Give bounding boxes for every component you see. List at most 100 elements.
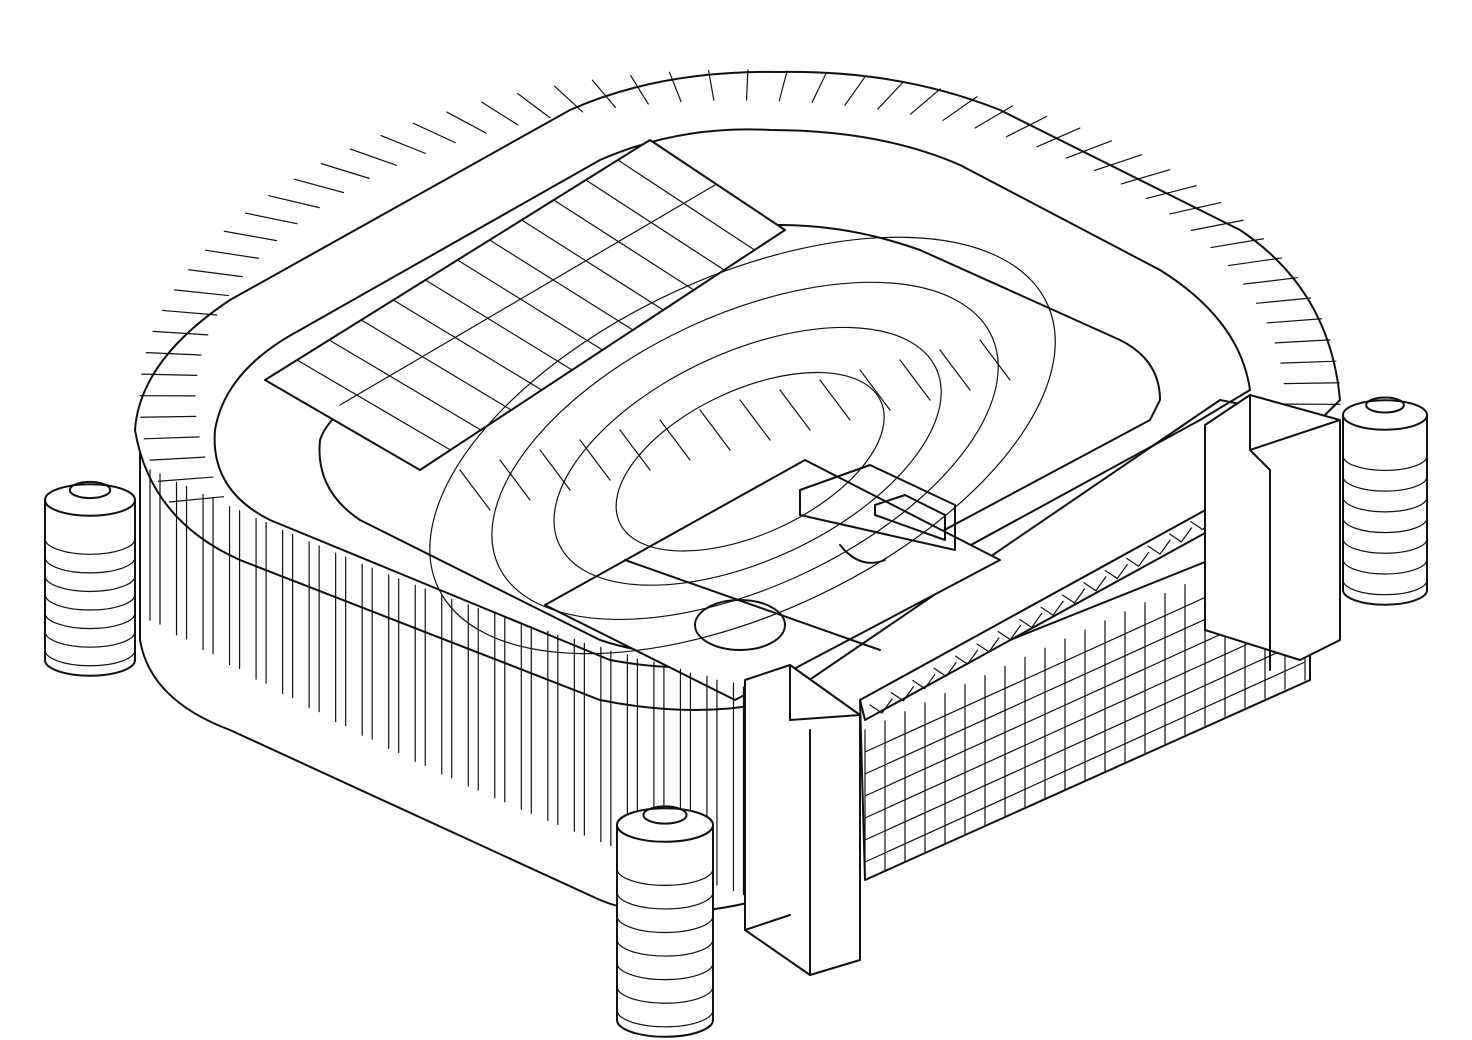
truss-zigzag: [869, 698, 893, 714]
roof-rib: [157, 476, 214, 482]
truss-member: [424, 279, 573, 371]
roof-rib: [204, 249, 259, 259]
aisle-line: [939, 349, 971, 391]
roof-rib: [1280, 360, 1337, 364]
roof-rib: [349, 148, 398, 166]
truss-chord: [339, 184, 716, 406]
tower-cap: [1365, 396, 1405, 414]
aisle-line: [899, 359, 931, 401]
roof-rib: [268, 195, 320, 209]
stair-tower: [44, 480, 136, 677]
roof-rib: [380, 134, 426, 154]
roof-rib: [1065, 140, 1113, 159]
tower-band: [1342, 579, 1428, 596]
aisle-line: [979, 339, 1011, 381]
truss-zigzag: [1104, 563, 1128, 580]
tower-band: [44, 630, 136, 648]
tower-band: [616, 1009, 714, 1028]
pitch-penalty-box: [799, 464, 956, 551]
truss-zigzag: [933, 661, 957, 678]
aisle-line: [619, 429, 651, 471]
tower-band: [616, 867, 714, 886]
tower-body: [44, 499, 136, 677]
roof-rib: [1005, 115, 1048, 138]
roof-rib: [942, 96, 978, 122]
truss-zigzag: [954, 649, 979, 665]
roof-rib: [745, 69, 749, 101]
roof-rib: [1036, 127, 1081, 148]
tower-band: [44, 556, 136, 574]
roof-rib: [877, 81, 904, 110]
truss-member: [296, 359, 452, 451]
roof-rib: [1120, 169, 1171, 185]
truss-zigzag: [997, 625, 1021, 641]
grid-horizontal: [864, 639, 1306, 841]
roof-rib: [1093, 154, 1143, 172]
tower-band: [1342, 517, 1428, 534]
truss-zigzag: [1061, 588, 1086, 604]
tower-band: [44, 593, 136, 611]
truss-zigzag: [1019, 612, 1043, 629]
roof-rib: [778, 70, 788, 102]
aisle-line: [819, 379, 851, 421]
roof-rib: [1190, 219, 1244, 231]
roof-rib: [844, 76, 866, 106]
truss-member: [553, 199, 695, 291]
truss-zigzag: [890, 686, 914, 702]
truss-member: [328, 339, 482, 431]
tower-top: [616, 807, 714, 843]
truss-member: [456, 259, 604, 351]
aisle-line: [739, 399, 771, 441]
pitch-center-circle: [694, 599, 786, 651]
corner-block-right: [1204, 394, 1341, 661]
corner-block-front-edge: [744, 664, 861, 976]
roof-rib: [244, 212, 298, 225]
roof-rib: [1169, 201, 1222, 215]
truss-member: [488, 239, 634, 331]
roof-rib: [173, 289, 230, 297]
roof-rib: [517, 92, 551, 119]
tier-ring: [615, 371, 885, 552]
truss-zigzag: [1040, 600, 1064, 617]
roof-rib: [1242, 277, 1298, 285]
truss-zigzag: [1126, 551, 1150, 568]
aisle-line: [699, 409, 731, 451]
tower-band: [616, 915, 714, 934]
tower-band: [616, 891, 714, 910]
pitch-goal-box: [874, 494, 946, 541]
stair-tower: [1342, 396, 1428, 606]
truss-zigzag: [1083, 576, 1107, 592]
truss-member: [585, 179, 725, 271]
tower-band: [44, 649, 136, 667]
truss-zigzag: [1147, 539, 1171, 555]
tower-top: [44, 483, 136, 517]
tower-band: [1342, 496, 1428, 513]
roof-rib: [412, 122, 456, 144]
roof-truss: [264, 139, 786, 471]
roof-rib: [320, 163, 370, 179]
aisle-line: [539, 449, 571, 491]
roof-rib: [145, 352, 202, 356]
corner-block-front: [744, 664, 861, 976]
roof-rib: [668, 71, 682, 103]
truss-zigzag: [912, 673, 936, 690]
roof-rib: [1283, 382, 1340, 385]
roof-rib: [446, 111, 487, 134]
truss-member: [617, 159, 756, 251]
roof-rib: [140, 415, 197, 418]
roof-rib: [553, 85, 584, 113]
tier-ring: [429, 236, 1056, 655]
stair-towers: [44, 396, 1428, 1038]
roof-rib: [1227, 257, 1283, 267]
tower-cap: [642, 805, 688, 825]
aisle-line: [659, 419, 691, 461]
tower-band: [616, 938, 714, 957]
truss-member: [360, 319, 512, 411]
roof-rib: [1210, 238, 1265, 249]
roof-rib: [223, 230, 278, 242]
tier-ring: [553, 326, 942, 586]
roof-rib: [591, 79, 616, 108]
roof-rib: [1266, 318, 1323, 324]
